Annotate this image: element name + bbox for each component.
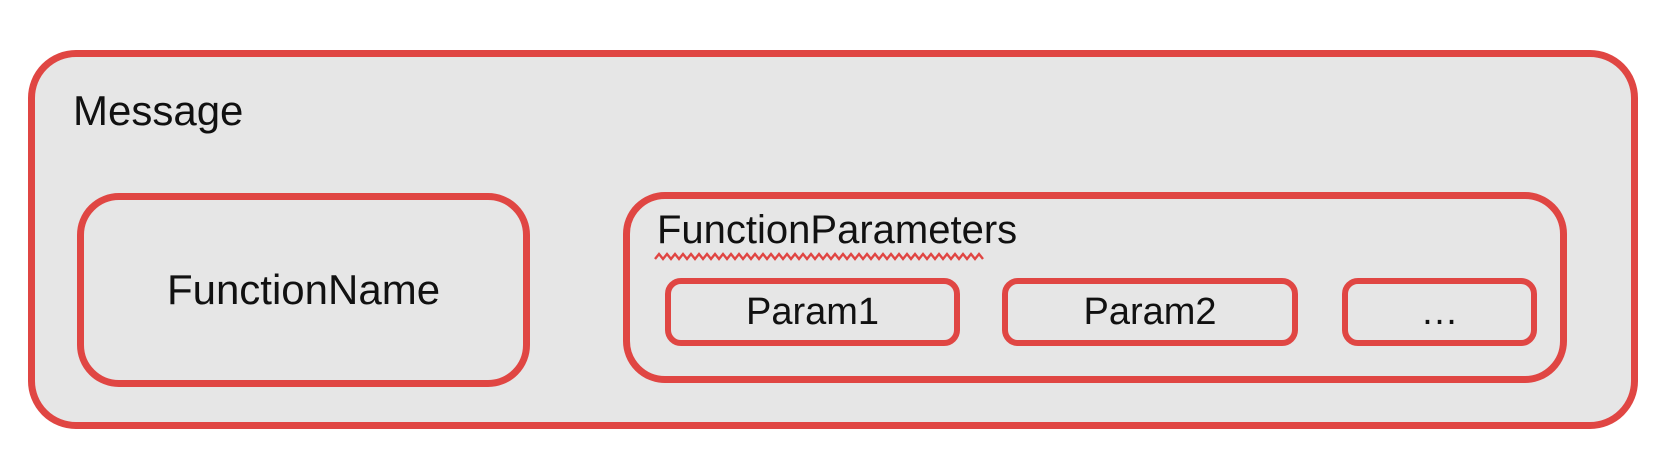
function-name-box: FunctionName xyxy=(77,193,530,387)
param-ellipsis-label: … xyxy=(1420,290,1459,333)
param-2-label: Param2 xyxy=(1083,290,1217,333)
param-1-label: Param1 xyxy=(745,290,880,333)
function-parameters-box: FunctionParameters Param1 Param2 … xyxy=(623,192,1567,383)
function-parameters-label: FunctionParameters xyxy=(657,208,1018,252)
param-1-box: Param1 xyxy=(665,278,960,346)
function-name-label: FunctionName xyxy=(166,266,441,313)
spellcheck-underline-icon xyxy=(654,252,984,261)
message-label: Message xyxy=(73,87,244,134)
param-2-box: Param2 xyxy=(1002,278,1298,346)
param-ellipsis-box: … xyxy=(1342,278,1537,346)
message-box: Message FunctionName FunctionParameters … xyxy=(28,50,1638,429)
